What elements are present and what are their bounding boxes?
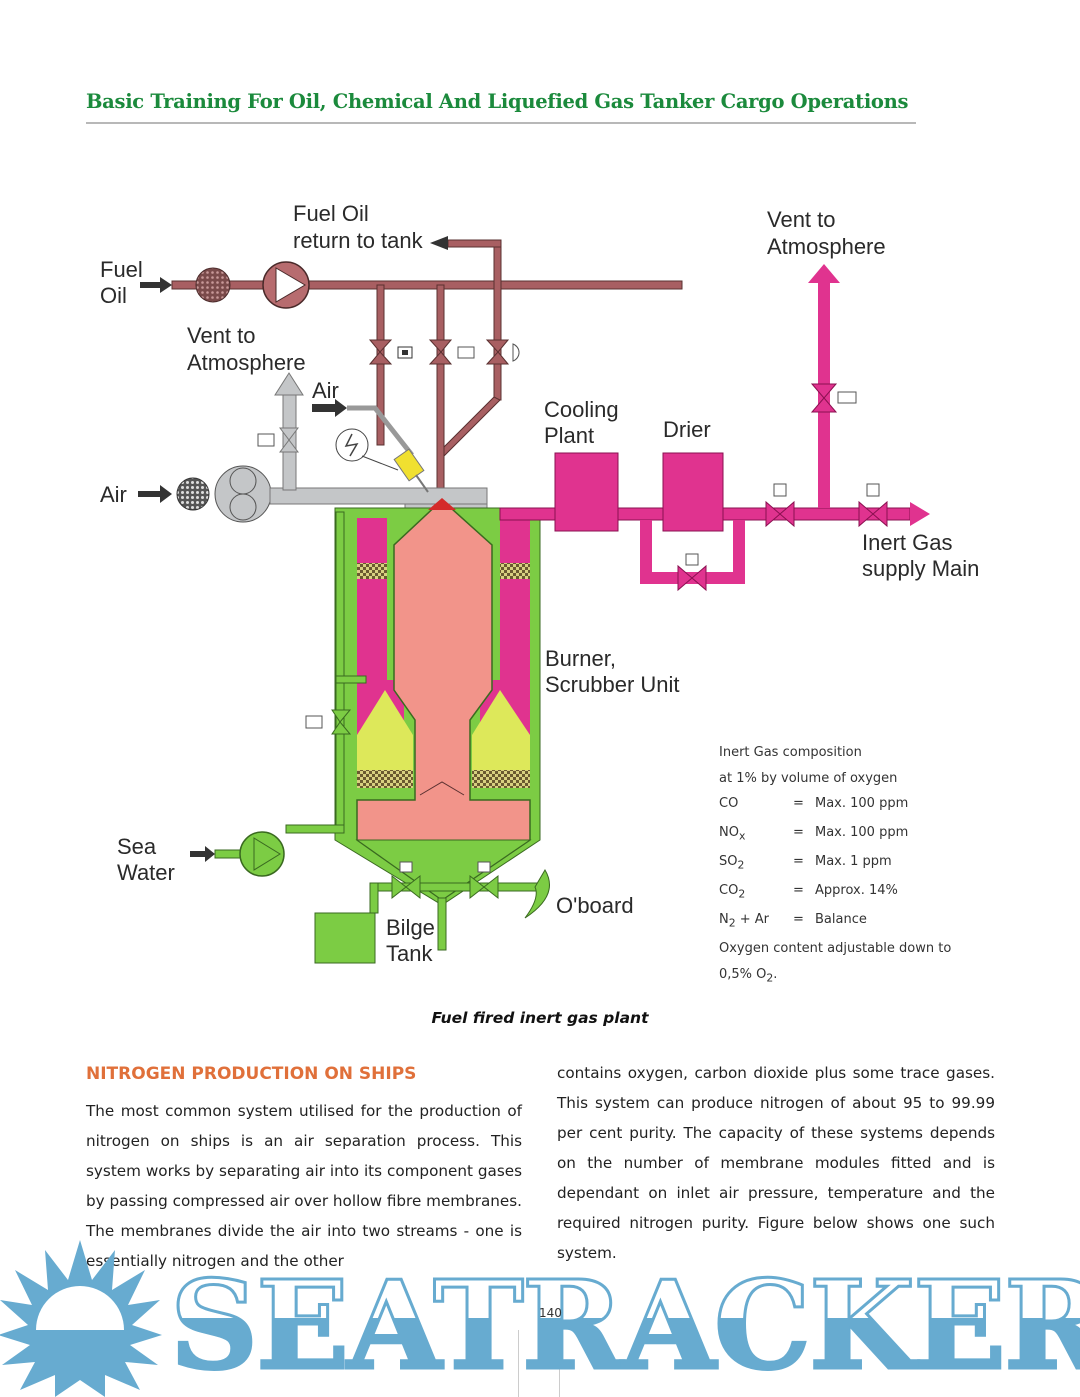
vent-valve-icon: [279, 427, 299, 453]
vent-right-valve-icon: [810, 383, 857, 413]
composition-row: SO2=Max. 1 ppm: [719, 854, 892, 872]
deck-valve-2-icon: [858, 483, 888, 528]
running-header: Basic Training For Oil, Chemical And Liq…: [86, 90, 909, 113]
overboard-outlet-icon: [524, 869, 550, 919]
vent-right-arrow-icon: [808, 264, 840, 283]
air-inlet-arrow-icon: [138, 485, 172, 503]
vent-arrow-icon: [274, 372, 304, 396]
composition-title: Inert Gas composition: [719, 745, 862, 760]
label-air-blower: Air: [100, 482, 127, 507]
section-heading: NITROGEN PRODUCTION ON SHIPS: [86, 1064, 417, 1084]
label-air-igniter: Air: [312, 378, 339, 403]
fuel-valve-3-icon: [485, 339, 520, 365]
page-gutter: [518, 1330, 560, 1397]
body-text-column-1: The most common system utilised for the …: [86, 1102, 522, 1270]
composition-note-value: 0,5% O2.: [719, 966, 778, 985]
composition-note: Oxygen content adjustable down to: [719, 941, 952, 957]
bilge-tank-icon: [314, 912, 376, 964]
label-overboard: O'board: [556, 893, 634, 918]
ig-main-arrow-icon: [910, 502, 930, 526]
header-rule: [86, 122, 916, 124]
cooling-plant-icon: [554, 452, 619, 532]
page-number: 140: [539, 1306, 562, 1320]
fuel-filter-icon: [195, 267, 231, 303]
drier-icon: [662, 452, 724, 532]
body-text-column-2: contains oxygen, carbon dioxide plus som…: [557, 1064, 995, 1262]
igniter-icon: [393, 448, 425, 482]
fuel-valve-1-icon: [368, 339, 413, 365]
bypass-valve-icon: [677, 553, 707, 592]
composition-row: CO=Max. 100 ppm: [719, 796, 909, 811]
sea-water-valve-icon: [331, 709, 352, 735]
burner-flame-icon: [428, 498, 456, 510]
igniter-air-arrow-icon: [312, 399, 347, 417]
return-arrow-icon: [430, 236, 448, 250]
watermark-text-outline: SEATRACKER.RU: [170, 1253, 1080, 1397]
watermark: SEATRACKER.RU SEATRACKER.RU: [0, 1240, 1080, 1397]
inert-gas-line: [499, 264, 930, 592]
label-burner-scrubber: Burner,Scrubber Unit: [545, 646, 680, 697]
deck-valve-1-icon: [765, 483, 795, 528]
composition-row: N2 + Ar=Balance: [719, 912, 867, 930]
watermark-text-fill: SEATRACKER.RU: [170, 1253, 1080, 1397]
burner-scrubber-unit: [334, 498, 541, 906]
fuel-valve-2-icon: [428, 339, 475, 365]
gas-composition-table: Inert Gas composition at 1% by volume of…: [719, 740, 951, 991]
fuel-inlet-arrow-icon: [140, 277, 172, 293]
label-drier: Drier: [663, 417, 711, 442]
composition-subtitle: at 1% by volume of oxygen: [719, 770, 898, 786]
sea-water-arrow-icon: [190, 846, 215, 862]
sea-water-line: [190, 511, 550, 964]
composition-row: CO2=Approx. 14%: [719, 883, 898, 901]
air-filter-icon: [176, 477, 210, 511]
figure-caption: Fuel fired inert gas plant: [431, 1009, 649, 1027]
overboard-valve-icon: [469, 874, 499, 900]
fuel-oil-line: [140, 236, 683, 496]
bilge-valve-icon: [391, 874, 421, 900]
sun-logo-icon: [0, 1240, 162, 1397]
composition-row: NOx=Max. 100 ppm: [719, 825, 909, 843]
